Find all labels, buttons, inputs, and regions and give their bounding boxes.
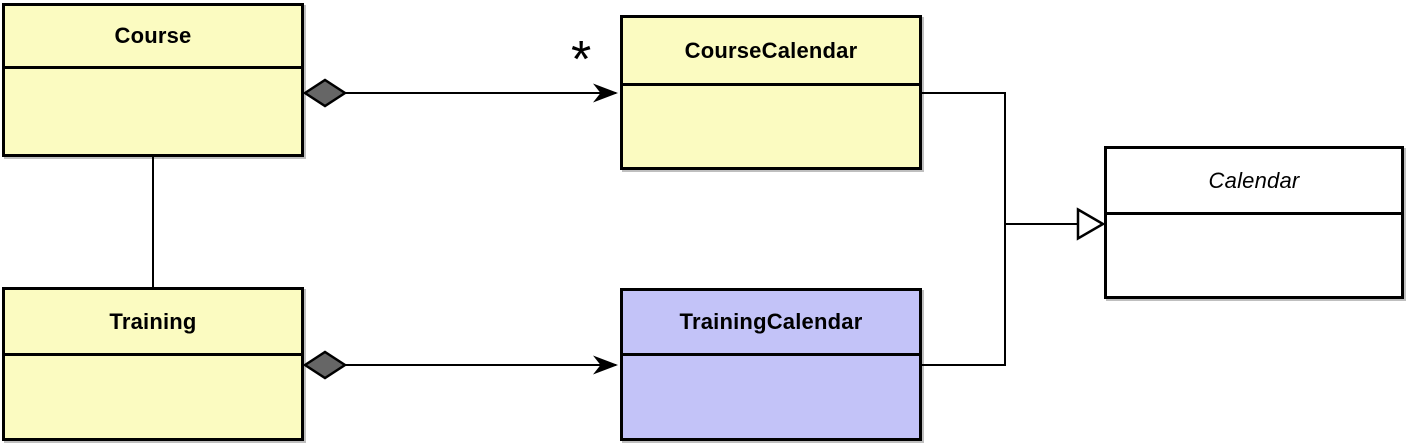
class-trainingcalendar-name: TrainingCalendar <box>623 291 919 356</box>
class-course-name: Course <box>5 6 301 69</box>
class-coursecalendar[interactable]: CourseCalendar <box>620 15 922 170</box>
aggregation-diamond <box>302 78 348 108</box>
class-trainingcalendar-attributes <box>623 356 919 438</box>
class-course[interactable]: Course <box>2 3 304 157</box>
class-course-attributes <box>5 69 301 154</box>
generalization-trunk[interactable] <box>922 92 1006 366</box>
class-coursecalendar-attributes <box>623 86 919 167</box>
class-coursecalendar-name: CourseCalendar <box>623 18 919 86</box>
aggregation-course-coursecalendar[interactable] <box>302 78 618 108</box>
aggregation-training-trainingcalendar[interactable] <box>302 350 618 380</box>
class-calendar-name: Calendar <box>1107 149 1401 215</box>
arrowhead-icon <box>593 355 618 375</box>
class-training-name: Training <box>5 290 301 356</box>
class-calendar[interactable]: Calendar <box>1104 146 1404 299</box>
class-trainingcalendar[interactable]: TrainingCalendar <box>620 288 922 441</box>
aggregation-diamond <box>302 350 348 380</box>
inheritance-triangle-icon <box>1076 207 1106 241</box>
arrowhead-icon <box>593 83 618 103</box>
class-training-attributes <box>5 356 301 438</box>
class-training[interactable]: Training <box>2 287 304 441</box>
class-calendar-attributes <box>1107 215 1401 296</box>
generalization-tree[interactable] <box>922 92 1106 366</box>
multiplicity-label: * <box>571 31 592 89</box>
